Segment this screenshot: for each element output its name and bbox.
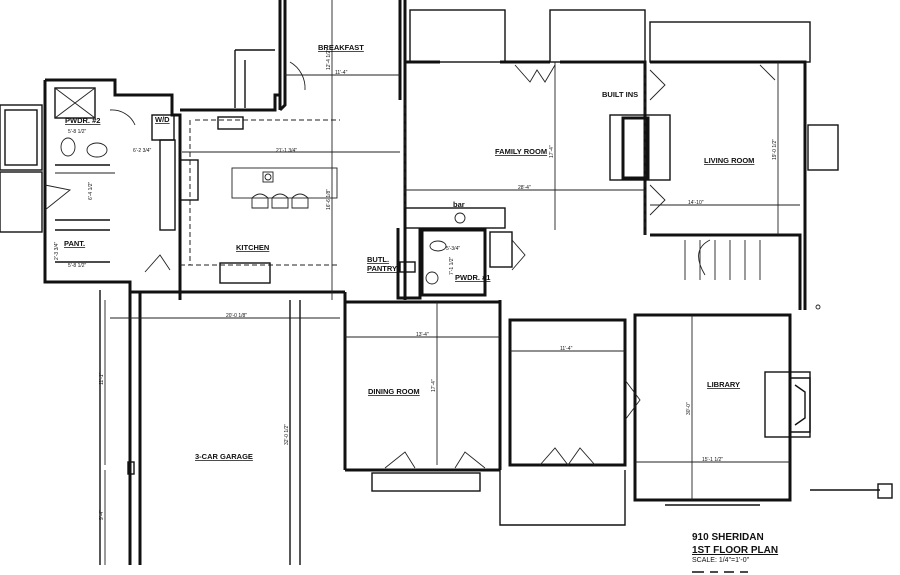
dim-pant-h: 2'-3 3/4"	[54, 241, 60, 260]
room-label-kitchen: KITCHEN	[236, 243, 269, 252]
room-label-living-room: LIVING ROOM	[704, 156, 754, 165]
room-label-built-ins: BUILT INS	[602, 90, 638, 99]
dim-library-w: 15'-1 1/2"	[702, 457, 723, 463]
family-room	[404, 9, 811, 310]
foyer	[499, 318, 627, 526]
dim-kitchen-w: 21'-1 3/4"	[276, 148, 297, 154]
dim-breakfast-w: 11'-4"	[335, 70, 348, 76]
scale-note: SCALE: 1/4"=1'-0"	[692, 557, 750, 564]
room-label-dining-room: DINING ROOM	[368, 387, 420, 396]
dim-dining-h: 17'-4"	[431, 379, 437, 392]
room-label-breakfast: BREAKFAST	[318, 43, 364, 52]
dim-pant-w: 5'-8 1/2"	[68, 263, 87, 269]
dim-family-h: 17'-4"	[549, 145, 555, 158]
room-label-pwdr2: PWDR. #2	[65, 116, 100, 125]
room-label-library: LIBRARY	[707, 380, 740, 389]
living-room	[650, 62, 839, 310]
room-label-butl: BUTL.	[367, 255, 389, 264]
dining-room	[345, 300, 502, 492]
service-wing	[0, 78, 182, 300]
dim-garage-w: 20'-0 1/8"	[226, 313, 247, 319]
dim-living-w: 14'-10"	[688, 200, 704, 206]
dim-living-h: 19'-0 1/2"	[772, 139, 778, 160]
butlers-pantry-pwdr1	[396, 228, 526, 300]
dim-breakfast-h: 12'-4 1/2"	[326, 49, 332, 70]
dim-dining-w: 13'-4"	[416, 332, 429, 338]
room-label-bar: bar	[453, 200, 465, 209]
dim-pwdr1-w: 5'-3/4"	[446, 246, 460, 252]
library	[624, 304, 893, 506]
room-label-pwdr1: PWDR. #1	[455, 273, 490, 282]
dim-pwdr2-w: 5'-8 1/2"	[68, 129, 87, 135]
project-title: 910 SHERIDAN	[692, 532, 764, 543]
dim-pwdr1-h: 7'-1 1/2"	[449, 256, 455, 275]
dim-garage-side1: 11'-1"	[99, 372, 105, 385]
dim-family-w: 28'-4"	[518, 185, 531, 191]
room-label-garage: 3-CAR GARAGE	[195, 452, 253, 461]
dim-garage-h: 32'-0 1/2"	[284, 424, 290, 445]
room-label-wd: W/D	[155, 115, 170, 124]
dim-hall-w: 6'-2 3/4"	[133, 148, 152, 154]
room-label-pantry2: PANTRY	[367, 264, 397, 273]
garage	[99, 290, 345, 565]
room-label-pantry: PANT.	[64, 239, 85, 248]
dim-foyer-w: 11'-4"	[560, 346, 573, 352]
dim-garage-side2: 9'-4"	[99, 510, 105, 520]
room-label-family-room: FAMILY ROOM	[495, 147, 547, 156]
dim-mud-h: 6'-4 1/2"	[88, 181, 94, 200]
dim-kitchen-h: 16'-6 1/8"	[326, 189, 332, 210]
sheet-title: 1ST FLOOR PLAN	[692, 545, 778, 556]
dim-library-h: 30'-0"	[686, 402, 692, 415]
